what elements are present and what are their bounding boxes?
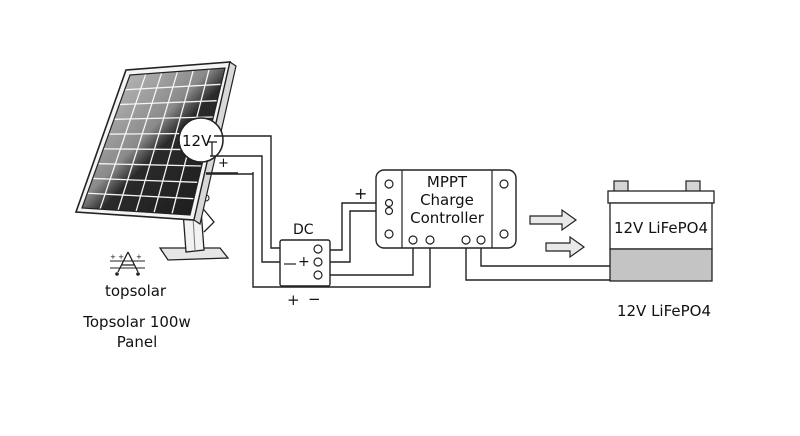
charge-flow-arrows <box>529 208 586 259</box>
panel-cell-divider <box>113 116 214 120</box>
lifepo4-battery: 12V LiFePO4 <box>607 180 715 282</box>
arrow-right-icon <box>545 235 586 259</box>
dc-junction-box: DC + + − <box>279 222 331 309</box>
panel-caption-line2: Panel <box>117 333 157 351</box>
panel-cell-divider <box>124 83 222 91</box>
controller-title-line3: Controller <box>410 209 485 227</box>
panel-cell-divider <box>92 177 198 183</box>
panel-cell-divider <box>117 72 163 211</box>
panel-cell-divider <box>99 73 147 210</box>
controller-input-plus-sign: + <box>354 184 367 203</box>
panel-cell-divider <box>135 71 179 212</box>
panel-caption-line1: Topsolar 100w <box>82 313 191 331</box>
panel-cell-divider <box>97 163 202 167</box>
battery-label: 12V LiFePO4 <box>614 219 708 237</box>
svg-text:+ +: + + <box>110 253 124 261</box>
panel-cell-divider <box>87 192 194 200</box>
svg-text:+: + <box>136 253 142 261</box>
topsolar-logo: + + + <box>110 251 145 276</box>
panel-voltage-badge: 12V <box>178 117 224 163</box>
controller-title-line1: MPPT <box>427 173 468 191</box>
panel-plus-sign: + <box>218 156 229 171</box>
dc-bottom-minus: − <box>308 290 321 308</box>
controller-terminal-c <box>461 235 471 245</box>
dc-terminal-2 <box>313 257 323 267</box>
dc-terminal-1 <box>313 244 323 254</box>
panel-voltage-label: 12V <box>182 132 212 150</box>
dc-bottom-plus: + <box>287 291 300 309</box>
controller-terminal-d <box>476 235 486 245</box>
arrow-right-icon <box>529 208 578 232</box>
panel-cell-divider <box>153 70 194 213</box>
dc-box-label: DC <box>293 222 314 238</box>
panel-cell-divider <box>119 100 218 106</box>
panel-cells <box>82 68 225 215</box>
solar-panel <box>74 61 237 261</box>
dc-box-plus: + <box>298 254 310 270</box>
mppt-charge-controller: MPPT Charge Controller <box>375 169 517 249</box>
controller-input-minus-terminal <box>384 206 394 216</box>
brand-name: topsolar <box>105 282 167 300</box>
battery-caption: 12V LiFePO4 <box>617 302 711 320</box>
dc-terminal-3 <box>313 270 323 280</box>
controller-title-line2: Charge <box>420 191 474 209</box>
controller-input-plus-terminal <box>384 198 394 208</box>
controller-terminal-a <box>408 235 418 245</box>
controller-terminal-b <box>425 235 435 245</box>
